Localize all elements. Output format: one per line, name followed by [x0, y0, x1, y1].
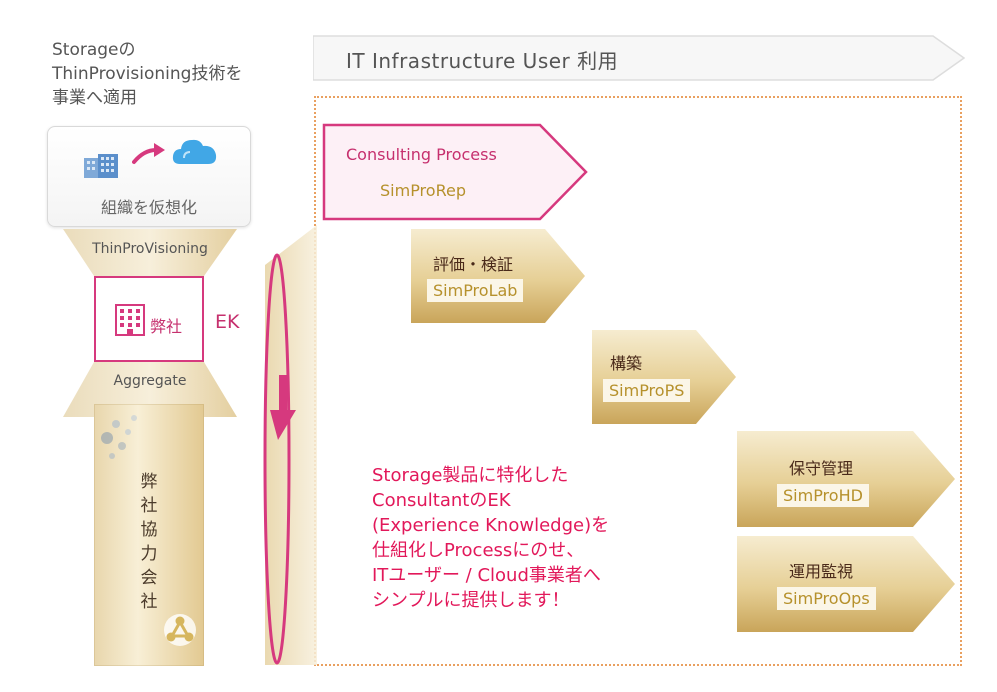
- step-title-consulting: Consulting Process: [346, 145, 497, 164]
- step-code-simprolab: SimProLab: [427, 279, 524, 302]
- feedback-loop-icon: [263, 253, 296, 665]
- hourglass-bottom: [63, 362, 237, 417]
- step-code-simprops: SimProPS: [603, 379, 691, 402]
- message-line-5: ITユーザー / Cloud事業者へ: [372, 565, 601, 586]
- hourglass-top: [63, 229, 237, 276]
- flow-wedge: [265, 225, 317, 665]
- message-line-1: Storage製品に特化した: [372, 465, 569, 486]
- caption-line-2: ThinProvisioning技術を: [52, 64, 243, 84]
- virtualize-box: [47, 126, 251, 227]
- partner-label: 弊社協力会社: [140, 472, 158, 612]
- step-arrow-maintenance: [737, 431, 955, 527]
- step-arrow-evaluation: [411, 229, 585, 323]
- caption: Storageの ThinProvisioning技術を 事業へ適用: [52, 38, 292, 110]
- aggregate-label: Aggregate: [113, 373, 187, 389]
- step-arrow-consulting: [322, 123, 588, 221]
- bubbles-icon: [101, 415, 137, 459]
- partner-network-icon: [164, 614, 196, 646]
- banner-arrow: [313, 35, 965, 81]
- step-code-simprohd: SimProHD: [777, 484, 869, 507]
- ek-label: EK: [215, 311, 240, 333]
- arrow-right-icon: [132, 143, 165, 164]
- step-title-operations: 運用監視: [789, 562, 854, 581]
- step-code-simprorep: SimProRep: [380, 181, 466, 200]
- step-title-maintenance: 保守管理: [789, 459, 854, 478]
- step-title-build: 構築: [610, 354, 643, 373]
- message-line-6: シンプルに提供します！: [372, 590, 570, 611]
- cloud-icon: [172, 139, 217, 164]
- banner-label: IT Infrastructure User 利用: [346, 49, 619, 73]
- step-arrow-build: [592, 330, 736, 424]
- thinprovisioning-label: ThinProVisioning: [92, 241, 208, 257]
- building-icon: [84, 154, 118, 178]
- message-text: Storage製品に特化した ConsultantのEK (Experience…: [372, 463, 692, 613]
- step-title-evaluation: 評価・検証: [433, 255, 514, 274]
- caption-line-3: 事業へ適用: [52, 88, 137, 108]
- company-label: 弊社: [150, 317, 183, 336]
- caption-line-1: Storageの: [52, 40, 136, 60]
- message-line-2: ConsultantのEK: [372, 490, 511, 511]
- message-line-3: (Experience Knowledge)を: [372, 515, 610, 536]
- company-building-icon: [115, 304, 145, 336]
- virtualize-label: 組織を仮想化: [100, 198, 197, 217]
- message-line-4: 仕組化しProcessにのせ、: [372, 540, 585, 561]
- company-box: [94, 276, 204, 362]
- step-code-simproops: SimProOps: [777, 587, 876, 610]
- step-arrow-operations: [737, 536, 955, 632]
